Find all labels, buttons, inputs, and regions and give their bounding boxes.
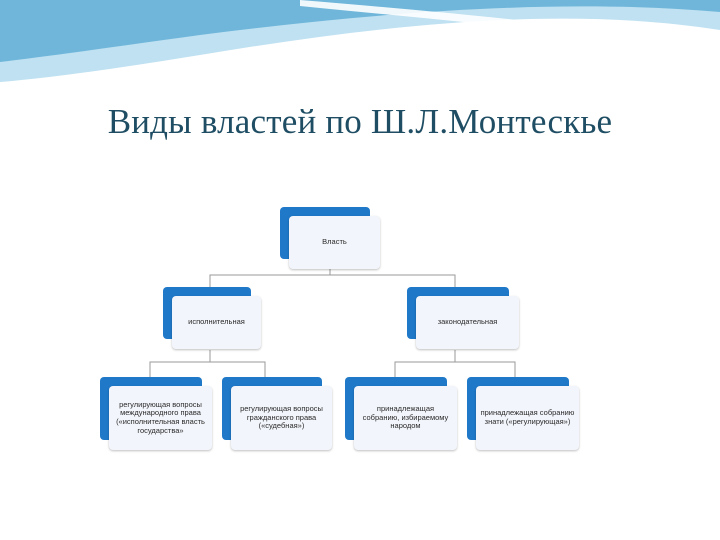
node-civil-law: регулирующая вопросы гражданского права … xyxy=(222,377,332,450)
node-executive-label: исполнительная xyxy=(172,296,261,349)
node-elected-assembly: принадлежащая собранию, избираемому наро… xyxy=(345,377,457,450)
header-wave-decoration xyxy=(0,0,720,82)
node-root: Власть xyxy=(280,207,380,269)
node-elected-assembly-label: принадлежащая собранию, избираемому наро… xyxy=(354,386,457,450)
node-legislative: законодательная xyxy=(407,287,519,349)
node-civil-law-label: регулирующая вопросы гражданского права … xyxy=(231,386,332,450)
node-nobility-assembly: принадлежащая собранию знати («регулирую… xyxy=(467,377,579,450)
node-legislative-label: законодательная xyxy=(416,296,519,349)
page-title: Виды властей по Ш.Л.Монтескье xyxy=(107,102,613,141)
node-international-law: регулирующая вопросы международного прав… xyxy=(100,377,212,450)
node-international-law-label: регулирующая вопросы международного прав… xyxy=(109,386,212,450)
node-root-label: Власть xyxy=(289,216,380,269)
node-executive: исполнительная xyxy=(163,287,261,349)
node-nobility-assembly-label: принадлежащая собранию знати («регулирую… xyxy=(476,386,579,450)
